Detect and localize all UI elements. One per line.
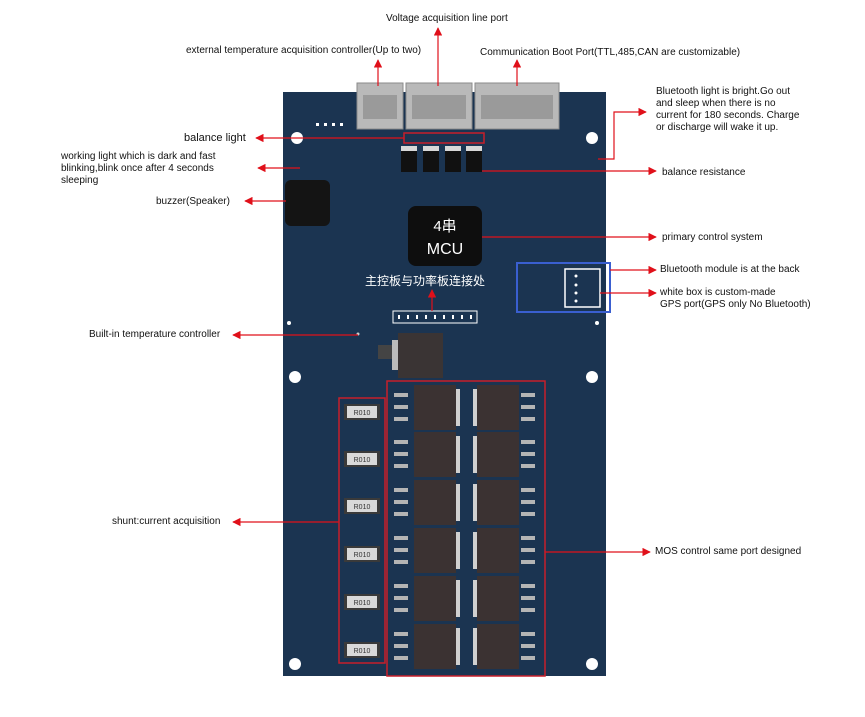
label-mos: MOS control same port designed — [655, 546, 802, 557]
shunt-resistor: R010 — [344, 546, 380, 562]
connector-voltage — [405, 82, 473, 130]
working-light-leds — [316, 123, 343, 126]
gps-port-box — [564, 268, 601, 308]
shunt-marking: R010 — [354, 552, 371, 559]
mosfet — [394, 432, 460, 477]
label-voltage-port: Voltage acquisition line port — [386, 13, 508, 24]
mosfet — [394, 528, 460, 573]
regulator — [378, 333, 443, 378]
label-gps-line2: GPS port(GPS only No Bluetooth) — [660, 299, 811, 310]
mcu-label-line1: 4串 — [433, 218, 456, 235]
mosfet — [473, 385, 535, 430]
balance-resistors — [401, 146, 482, 172]
mosfet — [473, 624, 535, 669]
shunt-marking: R010 — [354, 457, 371, 464]
mosfet — [473, 480, 535, 525]
shunt-resistor: R010 — [344, 642, 380, 658]
buzzer — [285, 180, 330, 226]
label-shunt: shunt:current acquisition — [112, 516, 221, 527]
shunt-highlight-box — [338, 397, 386, 664]
bluetooth-module-box — [516, 262, 611, 313]
mosfet — [473, 528, 535, 573]
label-builtin-temp: Built-in temperature controller — [89, 329, 221, 340]
connector-temp — [356, 82, 404, 130]
mcu-label-line2: MCU — [427, 241, 463, 258]
label-bt-module: Bluetooth module is at the back — [660, 264, 800, 275]
mosfet-array — [394, 385, 535, 669]
connector-comm — [474, 82, 560, 130]
label-working-light: working light which is dark and fast bli… — [61, 151, 216, 186]
gps-port-pins — [574, 274, 578, 303]
label-gps-line1: white box is custom-made — [660, 287, 776, 298]
mosfet — [394, 624, 460, 669]
mosfet — [473, 432, 535, 477]
mosfet — [394, 385, 460, 430]
shunt-marking: R010 — [354, 600, 371, 607]
board-caption: 主控板与功率板连接处 — [365, 273, 485, 288]
label-balance-light: balance light — [184, 132, 246, 144]
mosfet — [394, 480, 460, 525]
shunt-resistor: R010 — [344, 451, 380, 467]
label-bt-light: Bluetooth light is bright.Go out and sle… — [656, 86, 800, 133]
label-comm-port: Communication Boot Port(TTL,485,CAN are … — [480, 47, 741, 58]
mosfet — [473, 576, 535, 621]
shunt-marking: R010 — [354, 410, 371, 417]
mounting-holes — [287, 132, 599, 670]
mcu-chip — [408, 206, 482, 266]
mosfet — [394, 576, 460, 621]
label-balance-resistance: balance resistance — [662, 167, 746, 178]
shunt-marking: R010 — [354, 648, 371, 655]
label-primary-control: primary control system — [662, 232, 763, 243]
label-buzzer: buzzer(Speaker) — [156, 196, 230, 207]
label-ext-temp: external temperature acquisition control… — [186, 45, 422, 56]
arrow-bt-light — [598, 107, 647, 160]
mos-highlight-box — [386, 380, 546, 677]
shunt-resistor: R010 — [344, 594, 380, 610]
shunt-resistor: R010 — [344, 404, 380, 420]
board-connector — [392, 310, 478, 324]
shunt-marking: R010 — [354, 504, 371, 511]
shunt-resistor: R010 — [344, 498, 380, 514]
